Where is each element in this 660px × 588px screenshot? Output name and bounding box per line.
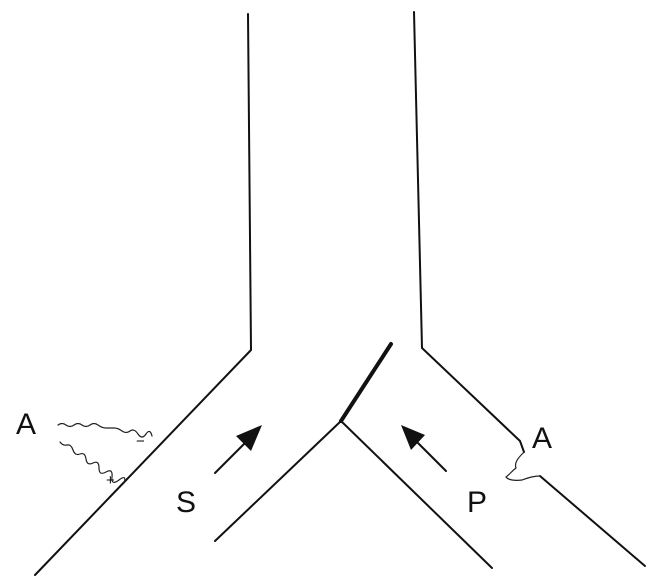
central-septum [214,420,493,569]
arrow-s-head [236,425,262,451]
label-plus: + [106,472,115,489]
right-vessel-wall [413,11,525,453]
junction-flap [339,342,393,423]
right-vessel-wall-lower [539,475,646,567]
label-s: S [176,486,196,519]
left-vessel-wall [34,13,252,576]
arrow-p-shaft [413,438,447,472]
label-a-right: A [532,422,552,455]
label-minus: − [136,433,145,450]
arrow-s-shaft [214,439,249,474]
label-a-left: A [16,408,36,441]
label-p: P [467,486,487,519]
right-wall-notch [505,451,541,481]
lead-wire-minus [57,422,153,438]
lead-wire-plus [59,441,126,484]
arrow-p-head [401,425,425,450]
